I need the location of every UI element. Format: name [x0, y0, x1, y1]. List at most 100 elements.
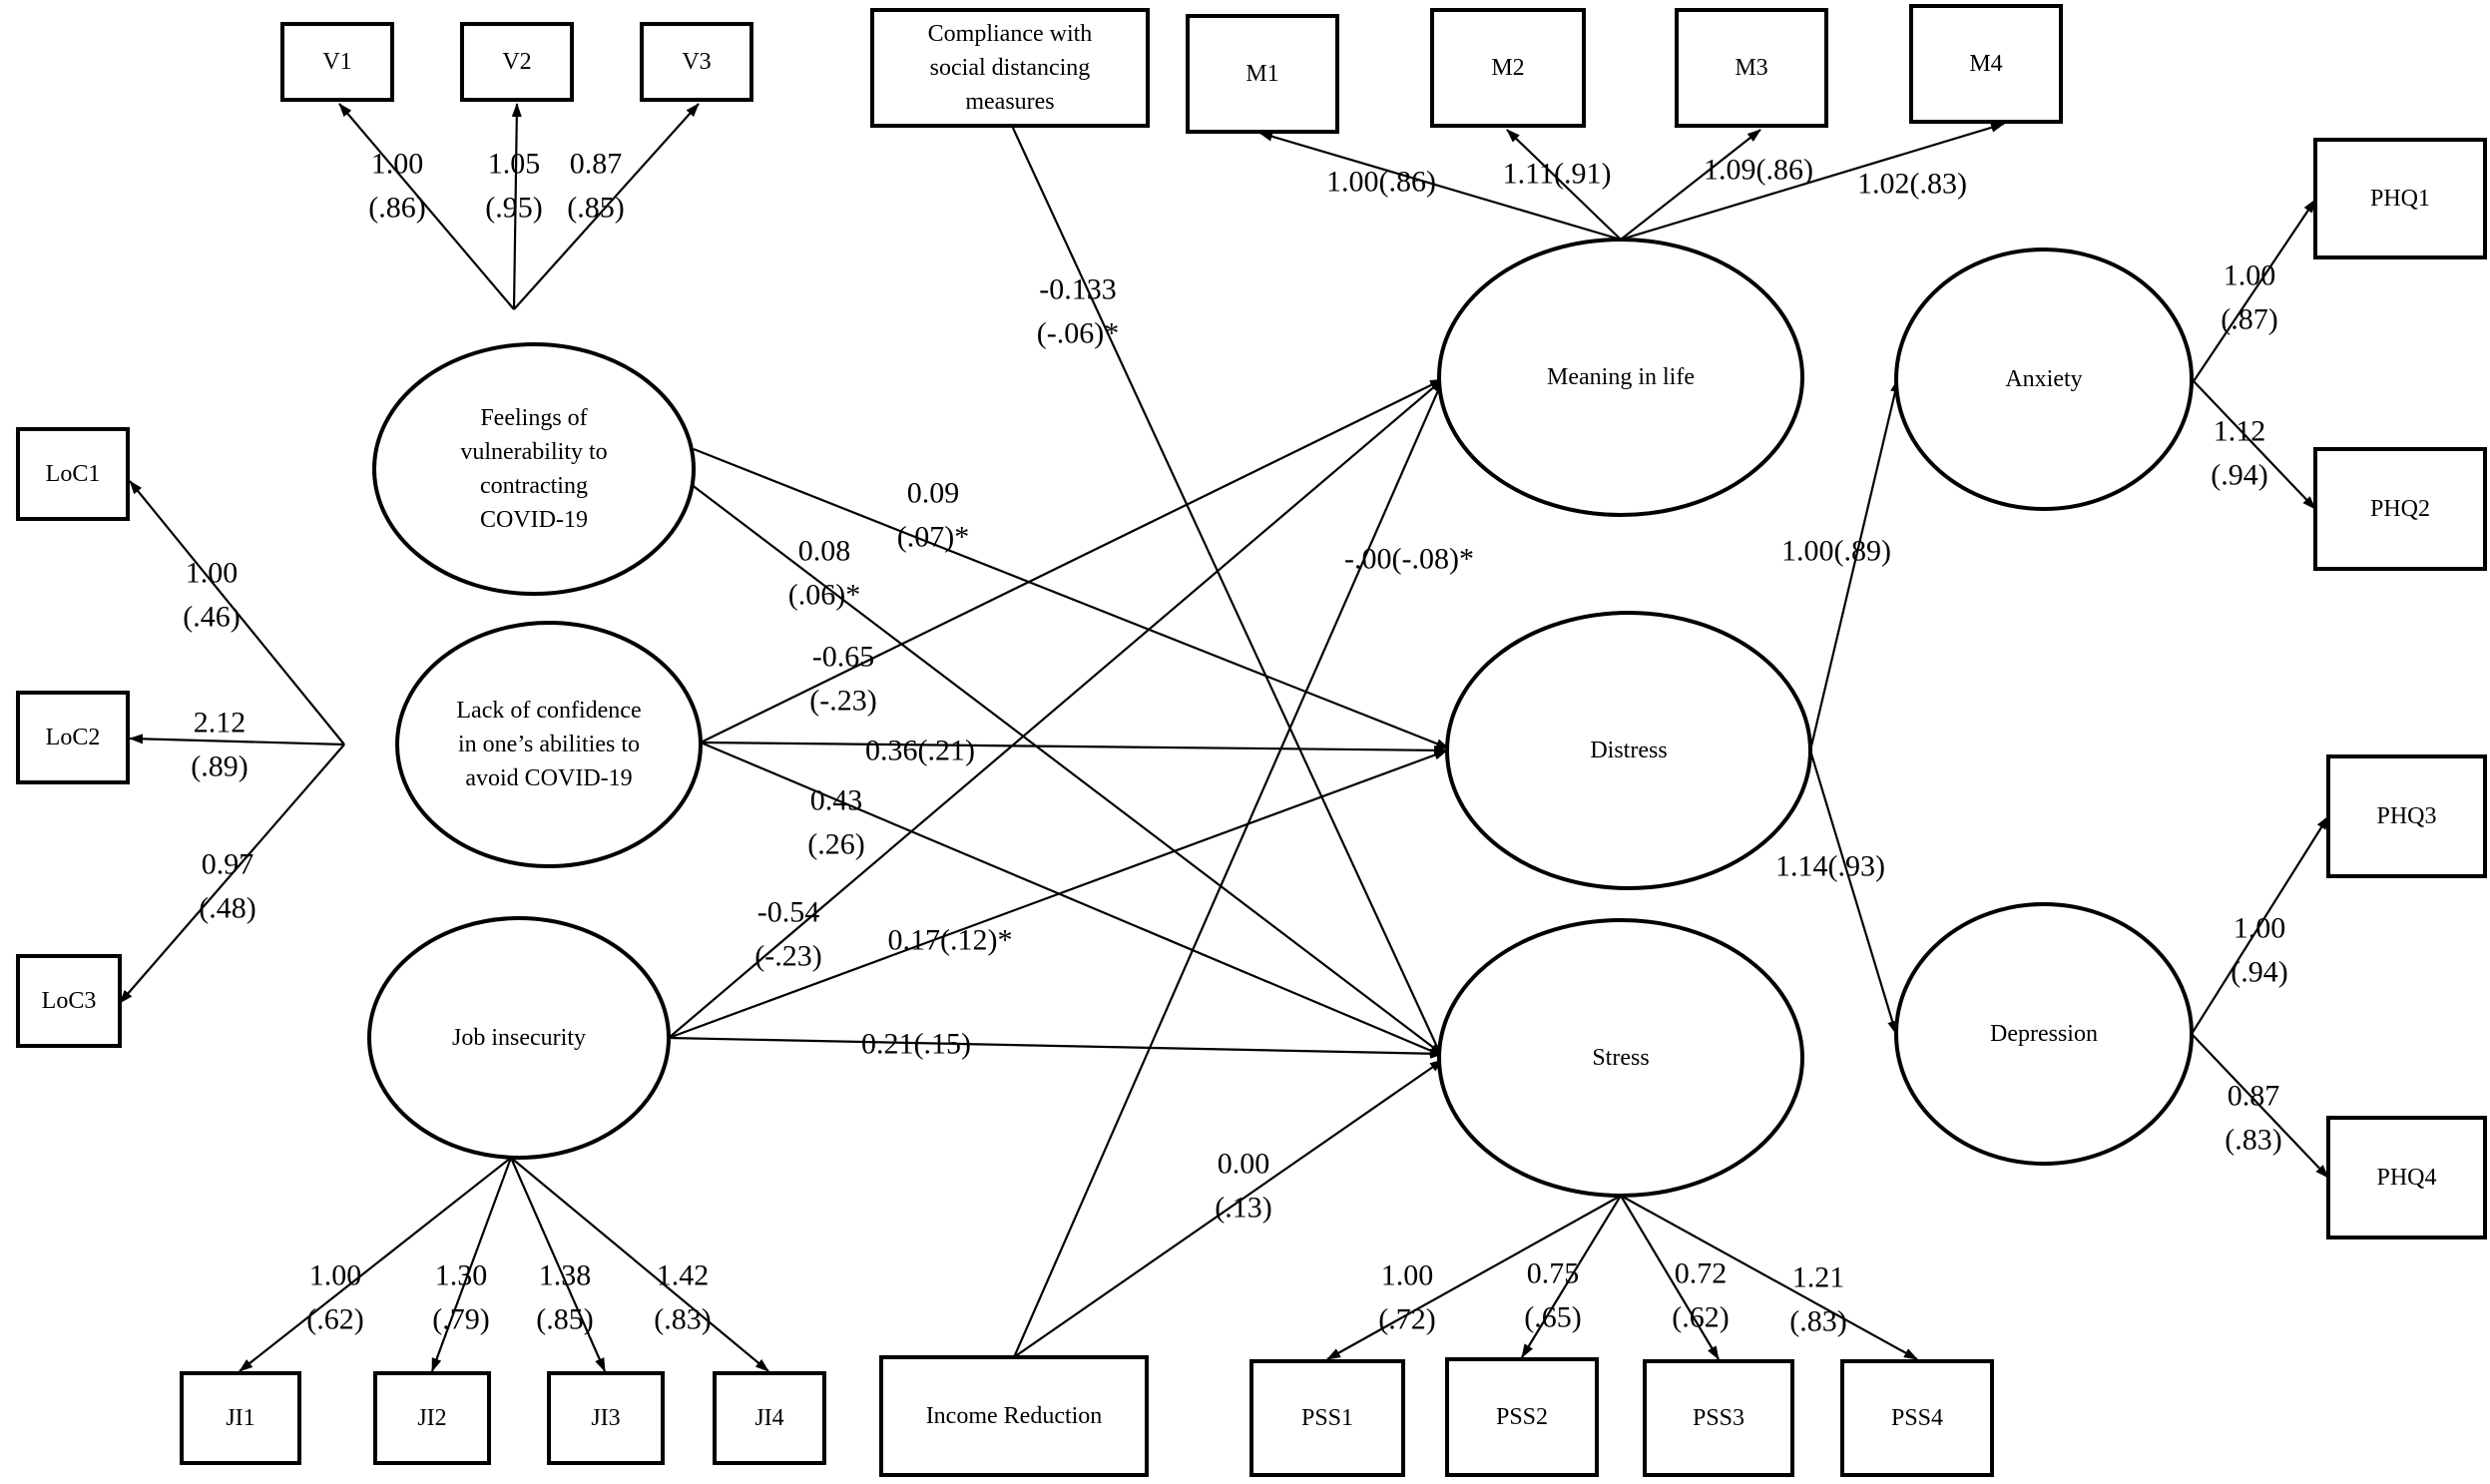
coef-distress-anxiety: 1.00(.89) — [1781, 535, 1891, 568]
box-ji4-indicator — [713, 1371, 826, 1465]
coef-phq3-line-1: 1.00 — [2234, 912, 2286, 945]
pss3-path — [1620, 1195, 1720, 1360]
box-phq3-indicator — [2326, 754, 2487, 878]
m4-path — [1620, 122, 2005, 242]
job-stress-path — [668, 1036, 1444, 1059]
latent-job-insecurity — [367, 916, 671, 1160]
label-meaning: Meaning in life — [1547, 364, 1695, 390]
label-job-insecurity: Job insecurity — [452, 1025, 586, 1051]
ji1-path — [239, 1157, 512, 1372]
coef-ji1-line-1: 1.00 — [309, 1259, 362, 1292]
ji4-path — [510, 1157, 769, 1372]
box-income — [879, 1355, 1149, 1477]
coef-phq2-line-1: 1.12 — [2214, 415, 2266, 448]
coef-phq2-line-2: (.94) — [2211, 459, 2267, 492]
coef-phq4-line-1: 0.87 — [2228, 1080, 2280, 1113]
distress-depression-path — [1808, 749, 1898, 1035]
label-vulnerability-line-1: Feelings of — [480, 405, 587, 431]
coef-conf-meaning-line-1: -0.65 — [812, 641, 875, 674]
coef-distress-depression: 1.14(.93) — [1775, 850, 1885, 883]
label-v1: V1 — [322, 49, 351, 75]
coef-ji1-line-2: (.62) — [306, 1303, 363, 1336]
coef-phq4-line-2: (.83) — [2225, 1124, 2281, 1157]
label-distress: Distress — [1590, 738, 1667, 763]
coef-income-stress-line-1: 0.00 — [1218, 1148, 1270, 1181]
latent-anxiety — [1894, 247, 2194, 511]
conf-stress-path — [700, 741, 1444, 1058]
box-phq2-indicator — [2313, 447, 2487, 571]
coef-conf-meaning-line-2: (-.23) — [809, 685, 876, 718]
coef-m3: 1.09(.86) — [1704, 154, 1813, 187]
label-m1: M1 — [1245, 61, 1278, 87]
label-m2: M2 — [1491, 55, 1524, 81]
box-pss3-indicator — [1643, 1359, 1794, 1477]
coef-m2: 1.11(.91) — [1503, 158, 1612, 191]
box-loc2-indicator — [16, 691, 130, 784]
coef-ji4-line-2: (.83) — [654, 1303, 711, 1336]
label-confidence-line-1: Lack of confidence — [456, 698, 641, 724]
coef-v1-line-1: 1.00 — [371, 148, 424, 181]
coef-v3-line-1: 0.87 — [570, 148, 623, 181]
coef-pss1-line-1: 1.00 — [1381, 1259, 1434, 1292]
box-ji2-indicator — [373, 1371, 491, 1465]
m1-path — [1258, 131, 1622, 242]
coef-job-meaning-line-1: -0.54 — [757, 896, 820, 929]
distress-anxiety-path — [1808, 378, 1900, 751]
compliance-stress-path — [1011, 125, 1444, 1061]
box-v1-indicator — [280, 22, 394, 102]
latent-vulnerability — [372, 342, 696, 596]
label-income: Income Reduction — [926, 1403, 1103, 1429]
loc3-path — [119, 743, 345, 1004]
coefficient-labels: 1.00(.86)1.05(.95)0.87(.85)1.00(.86)1.11… — [183, 148, 2287, 1338]
coef-v2-line-1: 1.05 — [488, 148, 541, 181]
label-phq1: PHQ1 — [2370, 186, 2430, 212]
ji3-path — [509, 1157, 607, 1372]
label-ji1: JI1 — [226, 1405, 254, 1431]
label-compliance-line-2: social distancing — [930, 55, 1091, 81]
box-v3-indicator — [640, 22, 753, 102]
box-loc1-indicator — [16, 427, 130, 521]
coef-phq1-line-1: 1.00 — [2224, 259, 2276, 292]
label-pss3: PSS3 — [1693, 1405, 1744, 1431]
coef-v2-line-2: (.95) — [485, 192, 542, 225]
box-compliance — [870, 8, 1150, 128]
coef-pss3-line-2: (.62) — [1672, 1301, 1729, 1334]
v3-path — [513, 103, 700, 310]
coef-loc1-line-1: 1.00 — [186, 557, 239, 590]
coef-phq3-line-2: (.94) — [2231, 956, 2287, 989]
vuln-distress-path — [693, 447, 1450, 750]
pss1-path — [1326, 1195, 1622, 1360]
coef-loc1-line-2: (.46) — [183, 601, 240, 634]
label-loc1: LoC1 — [46, 461, 101, 487]
ji2-path — [430, 1157, 513, 1372]
label-confidence-line-2: in one’s abilities to — [458, 732, 640, 757]
box-loc3-indicator — [16, 954, 122, 1048]
path-lines — [119, 103, 2329, 1372]
job-distress-path — [668, 748, 1448, 1040]
income-meaning-path — [1012, 378, 1445, 1358]
coef-vuln-stress-line-1: 0.08 — [798, 535, 851, 568]
coef-conf-stress-line-2: (.26) — [807, 828, 864, 861]
label-phq2: PHQ2 — [2370, 496, 2430, 522]
conf-distress-path — [700, 741, 1448, 755]
phq2-path — [2193, 380, 2316, 510]
coef-ji2-line-1: 1.30 — [435, 1259, 488, 1292]
label-confidence-line-3: avoid COVID-19 — [465, 765, 632, 791]
v1-path — [338, 103, 515, 310]
phq1-path — [2193, 199, 2316, 382]
label-pss1: PSS1 — [1301, 1405, 1353, 1431]
coef-loc2-line-2: (.89) — [191, 750, 248, 783]
coef-ji3-line-1: 1.38 — [539, 1259, 592, 1292]
loc1-path — [129, 480, 345, 745]
coef-pss3-line-1: 0.72 — [1675, 1257, 1728, 1290]
coef-m1: 1.00(.86) — [1326, 166, 1436, 199]
coef-ji4-line-1: 1.42 — [657, 1259, 710, 1292]
box-phq1-indicator — [2313, 138, 2487, 259]
box-m2-indicator — [1430, 8, 1586, 128]
coef-pss2-line-2: (.65) — [1524, 1301, 1581, 1334]
coef-income-meaning: -.00(-.08)* — [1344, 543, 1474, 576]
box-ji1-indicator — [180, 1371, 301, 1465]
label-depression: Depression — [1990, 1021, 2098, 1047]
